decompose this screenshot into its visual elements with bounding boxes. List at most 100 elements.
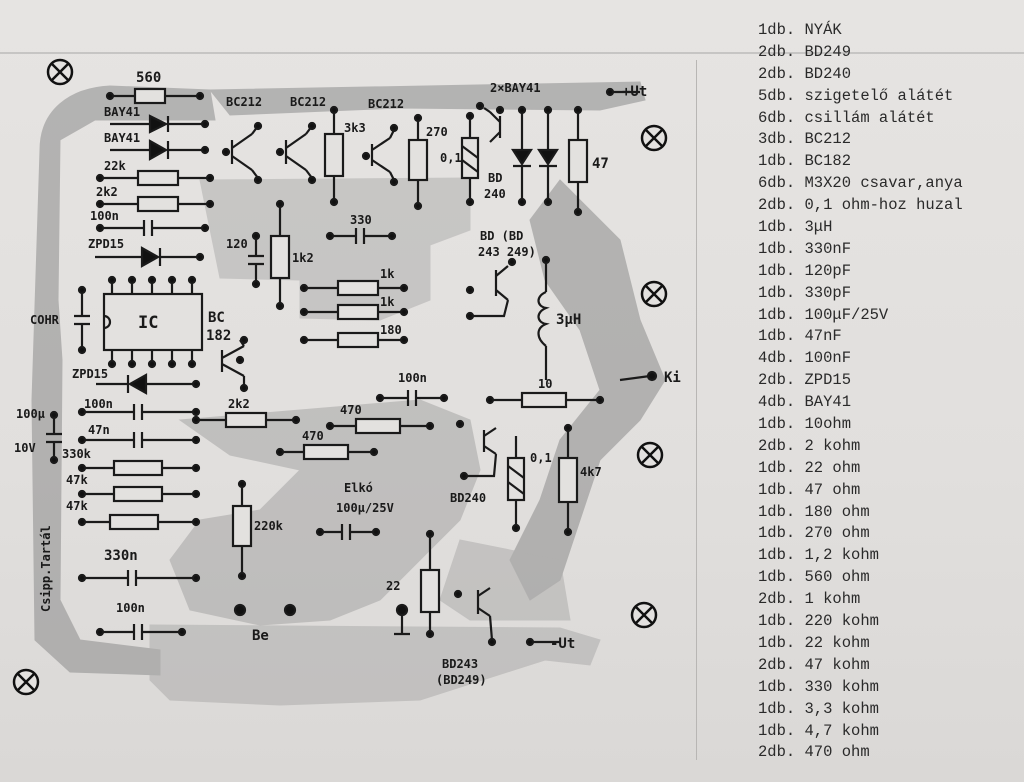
capacitor-47n xyxy=(77,432,201,448)
mounting-holes xyxy=(12,58,668,696)
copper-middle-band xyxy=(169,399,481,626)
label-bd243: BD243(BD249) xyxy=(436,657,487,687)
label-minus-ut: -Ut xyxy=(550,636,575,652)
label-r270: 270 xyxy=(426,125,448,139)
parts-list-item: 1db. 3,3 kohm xyxy=(758,699,879,718)
label-bc212-3: BC212 xyxy=(368,97,404,111)
copper-right-channel xyxy=(509,179,666,601)
label-r3k3: 3k3 xyxy=(344,121,366,135)
parts-list-item: 2db. 1 kohm xyxy=(758,590,861,609)
label-r1k2: 1k2 xyxy=(292,251,314,265)
parts-list-item: 2db. BD240 xyxy=(758,64,852,83)
transistor-bc212-3 xyxy=(361,123,399,187)
resistor-180 xyxy=(299,331,409,349)
column-divider xyxy=(696,60,697,760)
parts-list-item: 1db. 22 kohm xyxy=(758,633,870,652)
transistor-bd249 xyxy=(465,257,517,321)
parts-list-item: 6db. csillám alátét xyxy=(758,108,935,127)
copper-top-bar xyxy=(208,81,646,116)
label-bay41-b: BAY41 xyxy=(104,131,140,145)
mounting-hole-icon xyxy=(46,58,74,86)
resistor-22 xyxy=(419,529,441,639)
capacitor-elko-100u xyxy=(315,524,381,540)
parts-list-item: 1db. 22 ohm xyxy=(758,458,861,477)
label-vertical-csipp: Csipp.Tartál xyxy=(39,525,53,612)
resistor-10 xyxy=(485,391,605,409)
mounting-hole-icon xyxy=(12,668,40,696)
resistor-470-a xyxy=(325,417,435,435)
diode-pair-bay41 xyxy=(510,105,560,207)
label-plus-ut: +Ut xyxy=(622,84,647,100)
label-c100n-top: 100n xyxy=(90,209,119,223)
label-c120: 120 xyxy=(226,237,248,251)
label-c100n-mid: 100n xyxy=(398,371,427,385)
parts-list-item: 5db. szigetelő alátét xyxy=(758,86,954,105)
label-r220k: 220k xyxy=(254,519,284,533)
label-r22k: 22k xyxy=(104,159,126,173)
parts-list-item: 2db. BD249 xyxy=(758,42,852,61)
parts-list-item: 1db. 4,7 kohm xyxy=(758,721,879,740)
parts-list-item: 2db. 470 ohm xyxy=(758,743,870,762)
label-c100u-25v: 100μ/25V xyxy=(336,501,394,515)
parts-list-item: 6db. M3X20 csavar,anya xyxy=(758,174,963,193)
transistor-bd240-bottom xyxy=(455,419,498,481)
transistor-bd240-top xyxy=(475,101,505,143)
output-terminal xyxy=(619,370,658,382)
label-ic: IC xyxy=(138,313,158,333)
parts-list-item: 1db. 560 ohm xyxy=(758,568,870,587)
label-bay41-pair: 2×BAY41 xyxy=(490,81,541,95)
resistor-1k2 xyxy=(269,199,291,311)
capacitor-100n-top xyxy=(95,220,210,236)
resistor-2k2-top xyxy=(95,195,215,213)
capacitor-cohr xyxy=(74,285,90,355)
resistor-0-1-bottom xyxy=(506,436,526,533)
resistor-1k-b xyxy=(299,303,409,321)
label-zpd15-top: ZPD15 xyxy=(88,237,124,251)
label-r2k2-mid: 2k2 xyxy=(228,397,250,411)
resistor-3k3 xyxy=(323,105,345,207)
parts-list-item: 3db. BC212 xyxy=(758,130,852,149)
transistor-bc182 xyxy=(220,335,249,393)
resistor-2k2-mid xyxy=(191,411,301,429)
diode-bay41-b xyxy=(110,139,210,161)
label-c330n: 330n xyxy=(104,548,138,564)
parts-list-item: 2db. 0,1 ohm-hoz huzal xyxy=(758,196,963,215)
zener-zpd15-top xyxy=(95,246,205,268)
mounting-hole-icon xyxy=(630,601,658,629)
parts-list-item: 1db. 10ohm xyxy=(758,415,852,434)
label-c100n-left: 100n xyxy=(84,397,113,411)
parts-list-item: 1db. NYÁK xyxy=(758,21,842,39)
paper-fold-line xyxy=(0,52,1024,54)
label-ki: Ki xyxy=(664,370,681,386)
capacitor-120 xyxy=(248,231,264,289)
supply-plus-terminal xyxy=(605,87,640,97)
pcb-schematic: 560 BAY41 BAY41 22k 2k2 100n ZPD15 COHR … xyxy=(12,58,681,706)
parts-list-item: 2db. 47 kohm xyxy=(758,655,870,674)
parts-list-item: 4db. BAY41 xyxy=(758,393,852,412)
parts-list-item: 1db. 47 ohm xyxy=(758,480,861,499)
mounting-hole-icon xyxy=(636,441,664,469)
label-r4k7: 4k7 xyxy=(580,465,602,479)
parts-list-item: 1db. 330pF xyxy=(758,283,852,302)
label-r470-a: 470 xyxy=(340,403,362,417)
resistor-1k-a xyxy=(299,279,409,297)
ic-package xyxy=(102,275,204,369)
input-terminals xyxy=(233,603,410,636)
label-r1k-b: 1k xyxy=(380,295,395,309)
label-bc212-2: BC212 xyxy=(290,95,326,109)
parts-list-item: 1db. 100μF/25V xyxy=(758,305,889,324)
label-r47: 47 xyxy=(592,156,609,172)
parts-list-item: 1db. 180 ohm xyxy=(758,502,870,521)
label-r470-b: 470 xyxy=(302,429,324,443)
resistor-47k-a xyxy=(77,485,201,503)
label-r1k-a: 1k xyxy=(380,267,395,281)
parts-list-item: 1db. 47nF xyxy=(758,327,842,346)
inductor-3uh xyxy=(537,255,551,380)
capacitor-100n-left xyxy=(77,404,201,420)
label-r560: 560 xyxy=(136,70,161,86)
label-l3uh: 3μH xyxy=(556,312,581,328)
